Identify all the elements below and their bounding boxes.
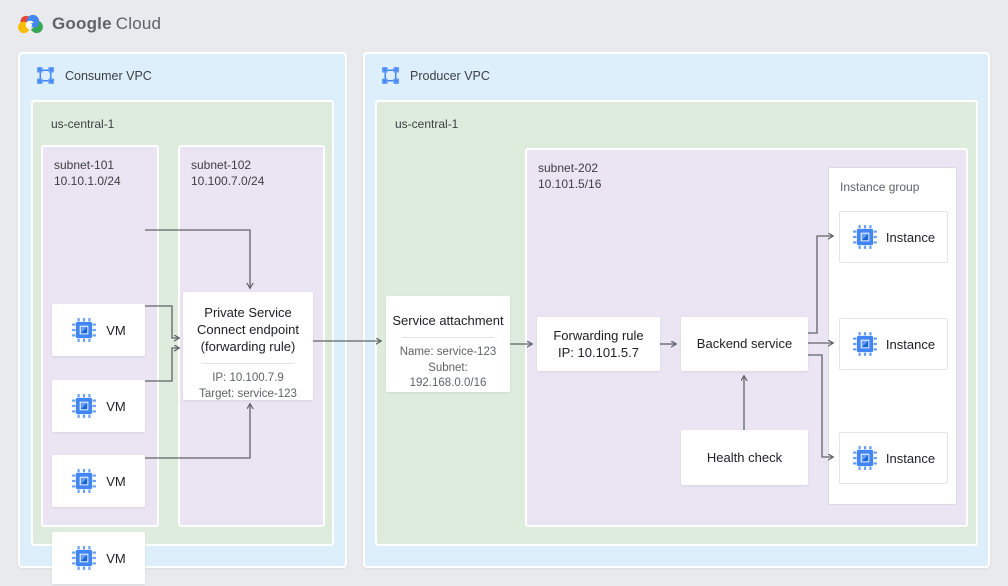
vm-node-3[interactable]: VM bbox=[52, 455, 145, 507]
vm-node-4[interactable]: VM bbox=[52, 532, 145, 584]
consumer-region-label: us-central-1 bbox=[51, 117, 115, 131]
service-attachment-title: Service attachment bbox=[392, 313, 504, 328]
compute-instance-icon bbox=[853, 332, 877, 356]
brand-cloud: Cloud bbox=[115, 14, 162, 33]
instance-label: Instance bbox=[885, 336, 936, 352]
service-attachment-name: Name: service-123 bbox=[399, 346, 497, 359]
divider bbox=[402, 337, 494, 339]
health-check-label: Health check bbox=[706, 449, 783, 465]
psc-endpoint-target: Target: service-123 bbox=[199, 387, 297, 400]
backend-service-label: Backend service bbox=[696, 336, 793, 352]
google-cloud-icon bbox=[18, 14, 43, 34]
vm-label: VM bbox=[106, 473, 126, 489]
service-attachment-node[interactable]: Service attachment Name: service-123 Sub… bbox=[386, 296, 510, 392]
divider bbox=[201, 363, 295, 365]
subnet-102-label: subnet-102 10.100.7.0/24 bbox=[191, 158, 264, 189]
subnet-101-cidr: 10.10.1.0/24 bbox=[54, 173, 121, 188]
subnet-101-name: subnet-101 bbox=[54, 158, 115, 172]
service-attachment-subnet-cidr: 192.168.0.0/16 bbox=[409, 377, 487, 390]
subnet-102-cidr: 10.100.7.0/24 bbox=[191, 173, 265, 188]
producer-region-label: us-central-1 bbox=[395, 117, 459, 131]
compute-vm-icon bbox=[72, 394, 97, 418]
compute-vm-icon bbox=[72, 546, 97, 570]
instance-label: Instance bbox=[885, 229, 936, 245]
compute-instance-icon bbox=[853, 225, 877, 249]
vm-node-1[interactable]: VM bbox=[52, 304, 145, 356]
vm-label: VM bbox=[106, 550, 126, 566]
service-attachment-subnet-label: Subnet: bbox=[428, 361, 468, 374]
subnet-202-label: subnet-202 10.101.5/16 bbox=[538, 161, 601, 192]
vm-label: VM bbox=[106, 322, 126, 338]
subnet-202-cidr: 10.101.5/16 bbox=[538, 176, 602, 191]
forwarding-rule-line2: IP: 10.101.5.7 bbox=[558, 345, 639, 360]
compute-vm-icon bbox=[72, 318, 97, 342]
compute-instance-icon bbox=[853, 446, 877, 470]
consumer-vpc-header: Consumer VPC bbox=[36, 66, 152, 85]
vm-node-2[interactable]: VM bbox=[52, 380, 145, 432]
instance-group-container: Instance group Instance bbox=[828, 167, 957, 505]
vm-label: VM bbox=[106, 398, 126, 414]
forwarding-rule-line1: Forwarding rule bbox=[553, 327, 644, 343]
instance-group-label: Instance group bbox=[840, 180, 920, 194]
psc-endpoint-title: Private Service Connect endpoint (forwar… bbox=[197, 305, 299, 355]
subnet-101-label: subnet-101 10.10.1.0/24 bbox=[54, 158, 121, 189]
vpc-network-icon bbox=[36, 66, 55, 85]
brand-google: Google bbox=[52, 14, 112, 33]
backend-service-node[interactable]: Backend service bbox=[681, 317, 808, 371]
forwarding-rule-node[interactable]: Forwarding rule IP: 10.101.5.7 bbox=[537, 317, 660, 371]
vpc-network-icon bbox=[381, 66, 400, 85]
subnet-101: subnet-101 10.10.1.0/24 VM bbox=[41, 145, 159, 584]
subnet-102-name: subnet-102 bbox=[191, 158, 252, 172]
psc-endpoint-ip: IP: 10.100.7.9 bbox=[212, 372, 284, 385]
health-check-node[interactable]: Health check bbox=[681, 430, 808, 485]
instance-node-3[interactable]: Instance bbox=[839, 432, 948, 484]
producer-vpc-label: Producer VPC bbox=[410, 68, 490, 83]
subnet-202-name: subnet-202 bbox=[538, 161, 599, 175]
compute-vm-icon bbox=[72, 469, 97, 493]
instance-label: Instance bbox=[885, 450, 936, 466]
psc-endpoint-node[interactable]: Private Service Connect endpoint (forwar… bbox=[183, 292, 313, 400]
instance-node-2[interactable]: Instance bbox=[839, 318, 948, 370]
consumer-vpc-label: Consumer VPC bbox=[65, 68, 152, 83]
instance-node-1[interactable]: Instance bbox=[839, 211, 948, 263]
producer-vpc-header: Producer VPC bbox=[381, 66, 490, 85]
